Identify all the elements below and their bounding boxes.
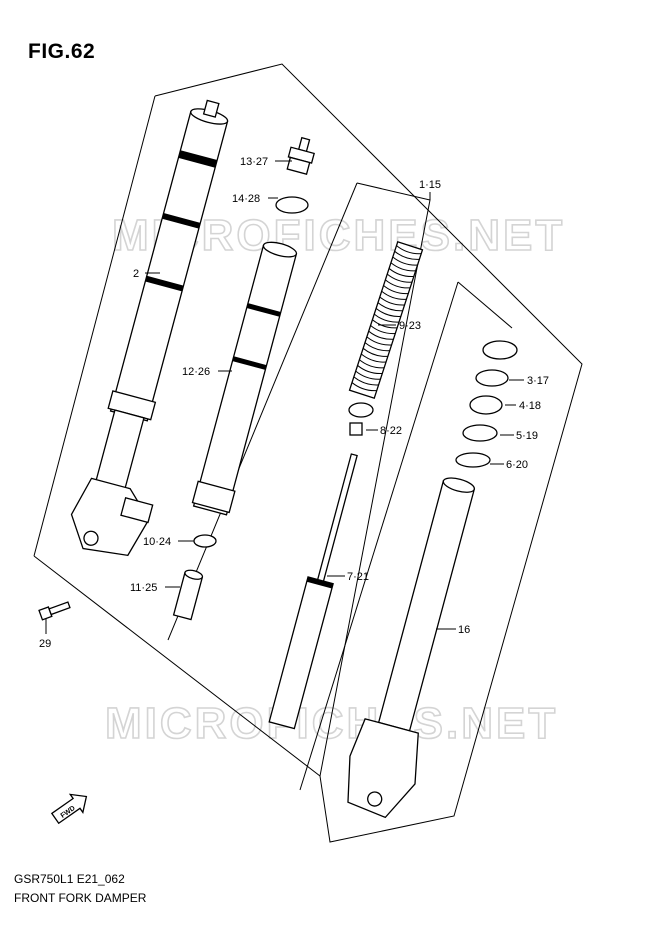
spring-coil (394, 250, 420, 260)
leader-lines (45, 160, 524, 634)
part-11 (172, 569, 204, 621)
callout-10-24: 10·24 (143, 536, 171, 548)
part-3 (482, 340, 518, 360)
callout-2: 2 (133, 268, 139, 280)
part-spring (348, 240, 424, 400)
spring-coil (373, 313, 400, 323)
callout-29: 29 (39, 638, 51, 650)
part-10 (193, 534, 217, 548)
spring-coil (353, 376, 379, 386)
spring-coil (368, 330, 394, 340)
fwd-arrow-icon: FWD (50, 793, 88, 825)
spring-coil (360, 353, 387, 363)
spring-coil (379, 296, 405, 306)
callout-11-25: 11·25 (130, 582, 157, 594)
spring-coil (355, 370, 381, 380)
callout-9-23: 9·23 (399, 320, 421, 332)
spring-coil (392, 256, 418, 266)
part-6 (462, 424, 498, 442)
frame-inner-group (457, 281, 513, 329)
callout-13-27: 13·27 (240, 156, 268, 168)
spring-coil (357, 365, 383, 375)
frame-inner-group-left (299, 281, 459, 791)
callout-14-28: 14·28 (232, 193, 260, 205)
frame-damper-group-left (167, 182, 358, 641)
part-6b (455, 452, 491, 468)
callout-12-26: 12·26 (182, 366, 210, 378)
part-8 (348, 402, 374, 418)
callout-6-20: 6·20 (506, 459, 528, 471)
callout-4-18: 4·18 (519, 400, 541, 412)
part-lower-tube (347, 477, 476, 819)
spring-coil (375, 307, 401, 317)
part-29-bolt (38, 601, 71, 621)
callout-16: 16 (458, 624, 470, 636)
callout-5-19: 5·19 (516, 430, 538, 442)
spring-coil (366, 336, 392, 346)
spring-coil (362, 347, 388, 357)
spring-coil (390, 262, 416, 272)
spring-coil (386, 273, 412, 283)
watermark-bottom: MICROFICHES.NET (105, 699, 558, 748)
callout-8-22: 8·22 (380, 425, 402, 437)
spring-coil (359, 359, 385, 369)
spring-coil (396, 245, 422, 255)
spring-coil (351, 382, 377, 392)
callout-1-15: 1·15 (419, 179, 441, 191)
frame-outer-group-left-edge (33, 95, 156, 557)
part-8-nut (349, 422, 363, 436)
callout-7-21: 7·21 (347, 571, 369, 583)
part-o-ring (275, 196, 309, 214)
spring-coil (372, 319, 398, 329)
spring-coil (370, 325, 396, 335)
spring-coil (381, 290, 407, 300)
part-4 (475, 369, 509, 387)
part-cap-bolt (286, 136, 315, 175)
figure-title: FIG.62 (28, 40, 96, 63)
model-code: GSR750L1 E21_062 (14, 872, 125, 886)
section-name: FRONT FORK DAMPER (14, 891, 147, 905)
part-damper-rod (268, 453, 358, 730)
part-inner-tube (191, 241, 298, 516)
part-5 (469, 395, 503, 415)
spring-coil (385, 279, 411, 289)
part-outer-tube (70, 99, 229, 557)
callout-3-17: 3·17 (527, 375, 549, 387)
spring-coil (364, 342, 390, 352)
spring-coil (377, 302, 403, 312)
spring-coil (383, 285, 409, 295)
spring-coil (388, 268, 414, 278)
